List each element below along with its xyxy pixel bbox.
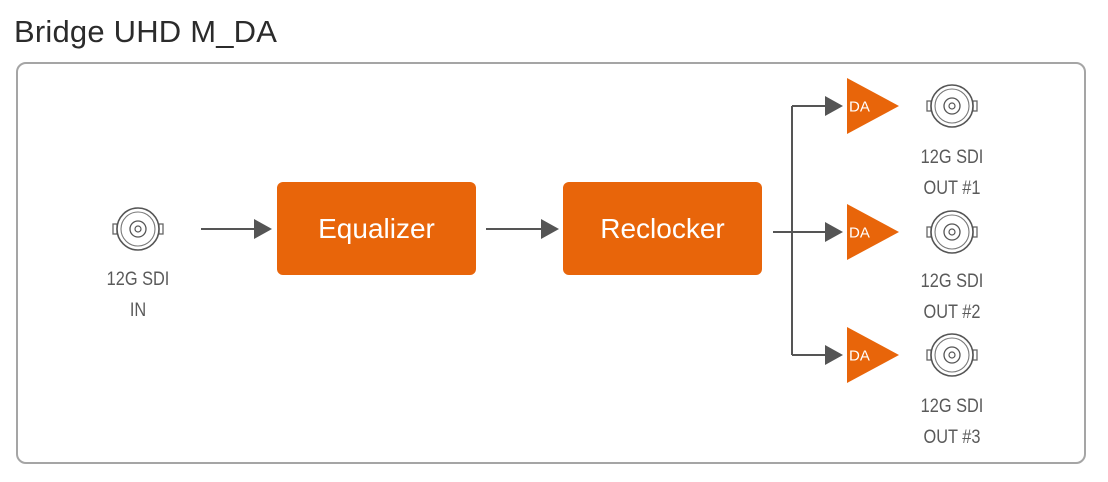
da-amplifier-2-icon: DA <box>847 204 899 260</box>
reclocker-block: Reclocker <box>563 182 762 275</box>
da-label-1: DA <box>849 99 870 116</box>
output-2-bnc-connector-icon <box>926 210 978 254</box>
input-label-line1: 12G SDI <box>106 269 170 290</box>
arrow-out1-icon <box>825 96 843 116</box>
da-label-3: DA <box>849 348 870 365</box>
diagram-frame <box>16 62 1086 464</box>
arrow-input-to-equalizer-icon <box>201 219 272 239</box>
arrow-equalizer-to-reclocker-icon <box>486 219 559 239</box>
output-1-bnc-connector-icon <box>926 84 978 128</box>
output-2-label-line2: OUT #2 <box>923 302 981 323</box>
da-amplifier-3-icon: DA <box>847 327 899 383</box>
output-3-label-line2: OUT #3 <box>923 427 981 448</box>
splitter-lines <box>773 96 843 365</box>
output-2-label: 12G SDI OUT #2 <box>909 266 995 328</box>
equalizer-block: Equalizer <box>277 182 476 275</box>
arrow-out3-icon <box>825 345 843 365</box>
input-label: 12G SDI IN <box>95 264 181 326</box>
output-1-label-line2: OUT #1 <box>923 178 981 199</box>
input-label-line2: IN <box>129 300 147 321</box>
page-title: Bridge UHD M_DA <box>14 14 278 49</box>
arrow-out2-icon <box>825 222 843 242</box>
output-1-label: 12G SDI OUT #1 <box>909 142 995 204</box>
output-3-label: 12G SDI OUT #3 <box>909 391 995 453</box>
da-label-2: DA <box>849 225 870 242</box>
output-3-bnc-connector-icon <box>926 333 978 377</box>
input-bnc-connector-icon <box>112 207 164 251</box>
da-amplifier-1-icon: DA <box>847 78 899 134</box>
output-1-label-line1: 12G SDI <box>920 147 984 168</box>
output-2-label-line1: 12G SDI <box>920 271 984 292</box>
output-3-label-line1: 12G SDI <box>920 396 984 417</box>
